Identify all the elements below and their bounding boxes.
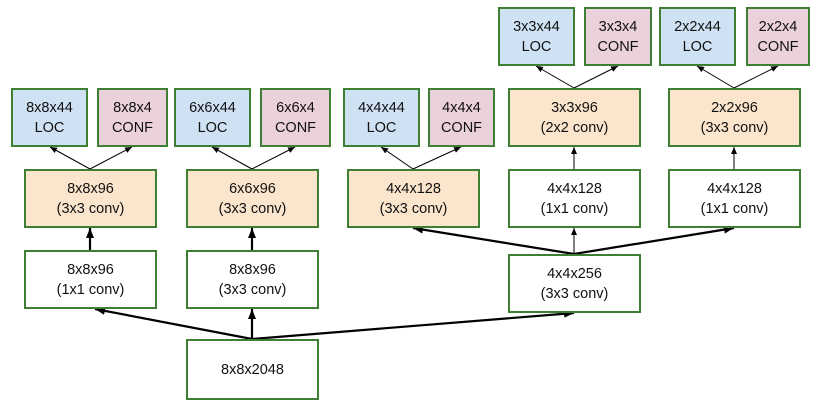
branch1-1x1-conv-shape: 8x8x96 <box>67 261 114 278</box>
arrow-input-to-shared <box>251 309 575 341</box>
branch1-3x3-conv-op: (3x3 conv) <box>56 200 125 217</box>
branch5-1x1-conv-box: 4x4x128 (1x1 conv) <box>668 169 801 228</box>
branch2-reduce-op: (3x3 conv) <box>218 281 287 298</box>
branch3-loc-shape: 4x4x44 <box>358 99 405 116</box>
arrow-branch1-to-conf <box>89 146 133 170</box>
input-feature-map-box: 8x8x2048 <box>186 339 319 400</box>
branch5-reduce-op: (1x1 conv) <box>700 200 769 217</box>
arrow-branch2-to-loc <box>211 146 253 170</box>
arrow-branch5-to-loc <box>696 65 735 89</box>
shared-4x4x256-conv-box: 4x4x256 (3x3 conv) <box>508 254 641 313</box>
branch5-reduce-shape: 4x4x128 <box>707 180 762 197</box>
branch3-conf-label: CONF <box>440 119 483 136</box>
input-feature-map-label: 8x8x2048 <box>221 361 284 378</box>
branch1-conf-label: CONF <box>111 119 154 136</box>
branch4-2x2-conv-box: 3x3x96 (2x2 conv) <box>508 88 641 147</box>
branch2-conv-op: (3x3 conv) <box>218 200 287 217</box>
branch2-loc-box: 6x6x44 LOC <box>174 88 251 147</box>
branch5-3x3-conv-box: 2x2x96 (3x3 conv) <box>668 88 801 147</box>
branch2-conf-box: 6x6x4 CONF <box>260 88 331 147</box>
branch4-reduce-shape: 4x4x128 <box>547 180 602 197</box>
branch3-conv-op: (3x3 conv) <box>379 200 448 217</box>
arrow-shared-to-branch5 <box>573 225 735 256</box>
branch2-loc-label: LOC <box>197 119 228 136</box>
branch4-loc-label: LOC <box>521 38 552 55</box>
arrow-branch4-to-conf <box>573 65 619 89</box>
arrow-branch4-to-loc <box>535 65 575 89</box>
branch1-loc-label: LOC <box>34 119 65 136</box>
branch2-conv-shape: 6x6x96 <box>229 180 276 197</box>
branch5-loc-label: LOC <box>682 38 713 55</box>
branch2-loc-shape: 6x6x44 <box>189 99 236 116</box>
branch1-1x1-conv-op: (1x1 conv) <box>56 281 125 298</box>
branch4-conf-shape: 3x3x4 <box>598 18 638 35</box>
branch3-loc-label: LOC <box>366 119 397 136</box>
branch5-conv-op: (3x3 conv) <box>700 119 769 136</box>
branch2-3x3-conv-box: 6x6x96 (3x3 conv) <box>186 169 319 228</box>
branch5-loc-shape: 2x2x44 <box>674 18 721 35</box>
shared-conv-shape: 4x4x256 <box>547 265 602 282</box>
branch5-conf-label: CONF <box>757 38 799 55</box>
branch1-conf-shape: 8x8x4 <box>113 99 152 116</box>
branch2-conf-shape: 6x6x4 <box>276 99 315 116</box>
branch1-loc-shape: 8x8x44 <box>26 99 73 116</box>
branch2-3x3-conv-reduce-box: 8x8x96 (3x3 conv) <box>186 250 319 309</box>
arrow-shared-to-branch3 <box>412 225 575 256</box>
branch4-loc-shape: 3x3x44 <box>513 18 560 35</box>
branch4-1x1-conv-box: 4x4x128 (1x1 conv) <box>508 169 641 228</box>
branch3-loc-box: 4x4x44 LOC <box>343 88 420 147</box>
branch3-3x3-conv-box: 4x4x128 (3x3 conv) <box>347 169 480 228</box>
branch4-conf-label: CONF <box>597 38 639 55</box>
branch1-3x3-conv-shape: 8x8x96 <box>67 180 114 197</box>
branch4-loc-box: 3x3x44 LOC <box>498 7 575 66</box>
branch2-conf-label: CONF <box>274 119 317 136</box>
branch1-loc-box: 8x8x44 LOC <box>11 88 88 147</box>
branch3-conf-shape: 4x4x4 <box>442 99 481 116</box>
branch4-conv-shape: 3x3x96 <box>551 99 598 116</box>
arrow-branch2-to-conf <box>251 146 296 170</box>
branch3-conv-shape: 4x4x128 <box>386 180 441 197</box>
branch4-reduce-op: (1x1 conv) <box>540 200 609 217</box>
branch5-conf-shape: 2x2x4 <box>758 18 798 35</box>
branch5-conf-box: 2x2x4 CONF <box>746 7 810 66</box>
arrow-input-to-branch1 <box>94 306 253 341</box>
arrow-branch5-to-conf <box>733 65 779 89</box>
branch1-3x3-conv-box: 8x8x96 (3x3 conv) <box>24 169 157 228</box>
branch2-reduce-shape: 8x8x96 <box>229 261 276 278</box>
branch4-conv-op: (2x2 conv) <box>540 119 609 136</box>
arrow-branch3-to-conf <box>412 146 462 170</box>
arrow-branch3-to-loc <box>380 146 414 170</box>
branch1-conf-box: 8x8x4 CONF <box>97 88 168 147</box>
arrow-branch1-to-loc <box>49 146 91 170</box>
branch5-conv-shape: 2x2x96 <box>711 99 758 116</box>
branch1-1x1-conv-box: 8x8x96 (1x1 conv) <box>24 250 157 309</box>
branch4-conf-box: 3x3x4 CONF <box>584 7 652 66</box>
shared-conv-op: (3x3 conv) <box>540 285 609 302</box>
branch3-conf-box: 4x4x4 CONF <box>428 88 495 147</box>
branch5-loc-box: 2x2x44 LOC <box>659 7 736 66</box>
